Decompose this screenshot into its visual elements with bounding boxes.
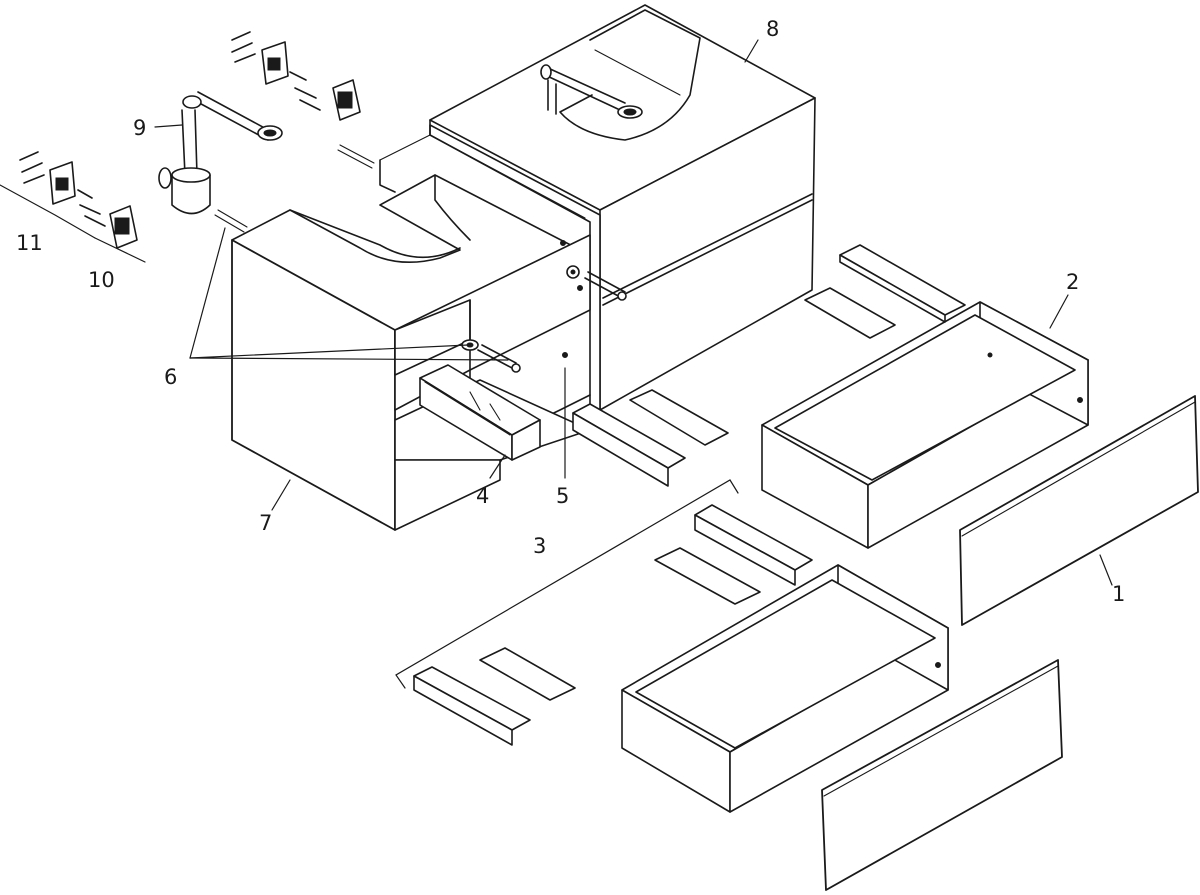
callout-1: 1 [1112, 582, 1125, 606]
part-2-drawer-upper [761, 301, 1089, 549]
callout-11: 11 [16, 231, 43, 255]
callout-5: 5 [556, 484, 569, 508]
part-5-bolt [584, 271, 627, 301]
part-3-drawer-lower [395, 479, 949, 813]
callout-2: 2 [1066, 270, 1079, 294]
callout-9: 9 [133, 116, 146, 140]
callout-4: 4 [476, 484, 489, 508]
callout-6: 6 [164, 365, 177, 389]
siphon-detail-top [540, 64, 643, 119]
part-6-fittings [214, 144, 521, 373]
callout-10: 10 [88, 268, 115, 292]
leader-lines [154, 39, 1113, 586]
front-panel-lower [821, 659, 1063, 891]
callout-8: 8 [766, 17, 779, 41]
callout-7: 7 [259, 511, 272, 535]
part-10-11-hardware [0, 31, 361, 263]
callout-3: 3 [533, 534, 546, 558]
part-7-cabinet-body [231, 134, 591, 531]
part-4-insert-tray [419, 364, 541, 461]
part-9-siphon [158, 91, 283, 215]
runner-set-upper [572, 244, 966, 487]
part-1-front-panel-upper [959, 395, 1199, 626]
